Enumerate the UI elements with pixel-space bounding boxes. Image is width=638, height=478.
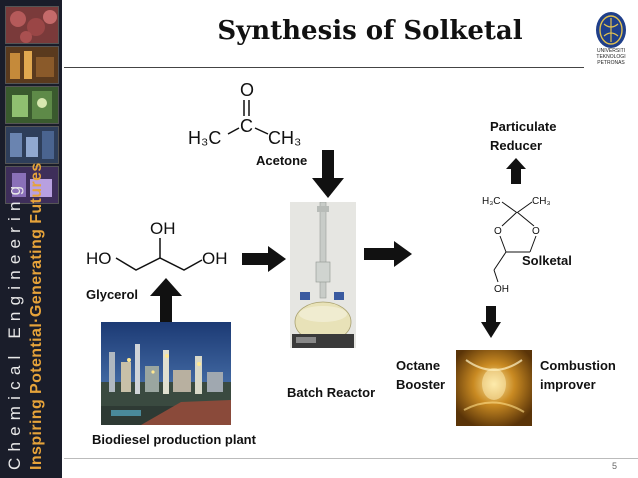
solketal-label: Solketal: [522, 253, 572, 268]
sidebar-thumbnail-3: [5, 86, 59, 124]
arrow-right-icon: [364, 241, 412, 267]
biodiesel-plant-label: Biodiesel production plant: [92, 432, 256, 447]
solketal-oxygen-left: O: [494, 226, 502, 237]
combustion-line-2: improver: [540, 377, 596, 392]
glycerol-ho-left: HO: [86, 249, 112, 268]
solketal-structure: H₃C CH₃ O O OH: [482, 196, 551, 295]
department-name: Chemical Engineering: [5, 179, 24, 470]
biodiesel-plant-image: [101, 322, 231, 425]
page-number: 5: [612, 461, 618, 471]
arrow-up-icon: [506, 158, 526, 184]
batch-reactor-image: [290, 202, 356, 348]
particulate-line-1: Particulate: [490, 119, 557, 134]
particulate-line-2: Reducer: [490, 138, 543, 153]
solketal-hydroxyl: OH: [494, 284, 509, 295]
acetone-label: Acetone: [256, 153, 308, 168]
sidebar: Chemical Engineering Inspiring Potential…: [0, 0, 62, 478]
acetone-methyl-left: H₃C: [188, 128, 221, 148]
solketal-methyl-left: H₃C: [482, 196, 501, 207]
combustion-line-1: Combustion: [540, 358, 616, 373]
glycerol-label: Glycerol: [86, 287, 139, 302]
arrow-right-icon: [242, 246, 286, 272]
sidebar-vertical-text: Chemical Engineering Inspiring Potential…: [4, 10, 58, 470]
batch-reactor-label: Batch Reactor: [287, 385, 376, 400]
arrow-up-icon: [150, 278, 182, 322]
logo-line-1: UNIVERSITI: [596, 48, 626, 54]
sidebar-thumbnail-1: [5, 6, 59, 44]
solketal-methyl-right: CH₃: [532, 196, 551, 207]
sidebar-thumbnail-4: [5, 126, 59, 164]
university-logo: [596, 12, 626, 48]
solketal-oxygen-right: O: [532, 226, 540, 237]
octane-line-1: Octane: [396, 358, 441, 373]
arrow-down-icon: [481, 306, 501, 338]
tagline: Inspiring Potential·Generating Futures: [28, 162, 45, 470]
glycerol-structure: OH HO OH: [86, 219, 228, 271]
page-title: Synthesis of Solketal: [217, 16, 523, 46]
sidebar-thumbnail-2: [5, 46, 59, 84]
acetone-oxygen: O: [240, 80, 254, 100]
octane-line-2: Booster: [396, 377, 446, 392]
logo-line-2: TEKNOLOGI: [596, 54, 626, 60]
combustion-improver-label: Combustion improver: [540, 356, 616, 394]
acetone-methyl-right: CH₃: [268, 128, 301, 148]
glycerol-oh-right: OH: [202, 249, 228, 268]
fuel-image: [456, 350, 532, 426]
title-divider: [64, 67, 584, 68]
acetone-carbon: C: [240, 116, 253, 136]
logo-line-3: PETRONAS: [597, 60, 625, 66]
sidebar-thumbnail-5: [5, 166, 59, 204]
particulate-reducer-label: Particulate Reducer: [490, 117, 556, 155]
footer-divider: [64, 458, 638, 459]
glycerol-oh-top: OH: [150, 219, 176, 238]
acetone-structure: O C H₃C CH₃: [188, 80, 301, 148]
logo-text: UNIVERSITI TEKNOLOGI PETRONAS: [586, 48, 636, 66]
octane-booster-label: Octane Booster: [396, 356, 445, 394]
arrow-down-icon: [312, 150, 344, 198]
